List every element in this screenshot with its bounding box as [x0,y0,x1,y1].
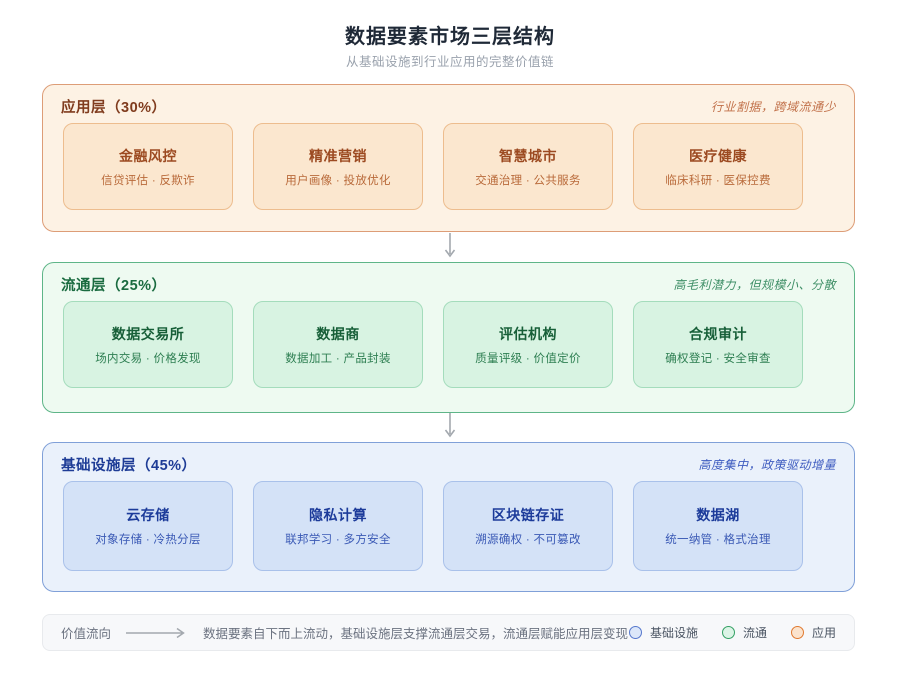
layer-infrastructure-note: 高度集中，政策驱动增量 [698,458,836,472]
card-privacy-computing: 隐私计算 联邦学习 · 多方安全 [253,481,423,571]
value-flow-description: 数据要素自下而上流动，基础设施层支撑流通层交易，流通层赋能应用层变现 [203,627,629,641]
down-arrow-icon [444,233,456,258]
value-flow-label: 价值流向 [61,627,112,641]
legend-item-application: 应用 [790,624,836,641]
infrastructure-dot-icon [628,626,642,639]
card-data-vendor: 数据商 数据加工 · 产品封装 [253,301,423,388]
card-precision-marketing: 精准营销 用户画像 · 投放优化 [253,123,423,210]
down-arrow-icon [444,413,456,438]
legend-label: 流通 [742,626,767,640]
card-healthcare: 医疗健康 临床科研 · 医保控费 [633,123,803,210]
right-arrow-icon [126,627,185,638]
layer-infrastructure-cards: 云存储 对象存储 · 冷热分层 隐私计算 联邦学习 · 多方安全 区块链存证 溯… [63,481,803,571]
layer-application: 应用层（30%） 行业割据，跨域流通少 金融风控 信贷评估 · 反欺诈 精准营销… [42,84,855,232]
card-subtitle: 用户画像 · 投放优化 [285,174,391,187]
card-blockchain-attestation: 区块链存证 溯源确权 · 不可篡改 [443,481,613,571]
layer-circulation-note: 高毛利潜力，但规模小、分散 [673,278,836,292]
card-subtitle: 数据加工 · 产品封装 [285,352,391,365]
card-cloud-storage: 云存储 对象存储 · 冷热分层 [63,481,233,571]
card-title: 区块链存证 [491,507,565,523]
value-flow-bar: 价值流向 数据要素自下而上流动，基础设施层支撑流通层交易，流通层赋能应用层变现 … [42,614,855,651]
card-subtitle: 临床科研 · 医保控费 [665,174,771,187]
layer-application-header: 应用层（30%） 行业割据，跨域流通少 [43,85,854,117]
card-subtitle: 场内交易 · 价格发现 [95,352,201,365]
card-title: 评估机构 [499,325,557,342]
card-data-lake: 数据湖 统一纳管 · 格式治理 [633,481,803,571]
card-smart-city: 智慧城市 交通治理 · 公共服务 [443,123,613,210]
card-title: 医疗健康 [689,147,747,164]
legend-item-infrastructure: 基础设施 [628,624,698,641]
card-subtitle: 溯源确权 · 不可篡改 [475,534,581,546]
layer-application-note: 行业割据，跨域流通少 [710,100,836,114]
layer-application-cards: 金融风控 信贷评估 · 反欺诈 精准营销 用户画像 · 投放优化 智慧城市 交通… [63,123,803,210]
card-subtitle: 质量评级 · 价值定价 [475,352,581,365]
card-title: 金融风控 [119,147,177,164]
card-data-exchange: 数据交易所 场内交易 · 价格发现 [63,301,233,388]
card-subtitle: 交通治理 · 公共服务 [475,174,581,187]
layer-circulation-cards: 数据交易所 场内交易 · 价格发现 数据商 数据加工 · 产品封装 评估机构 质… [63,301,803,388]
page-title: 数据要素市场三层结构 [345,26,555,48]
legend-item-circulation: 流通 [721,624,767,641]
layer-circulation-title: 流通层（25%） [61,278,167,294]
card-subtitle: 信贷评估 · 反欺诈 [101,174,195,187]
card-subtitle: 确权登记 · 安全审查 [665,352,771,365]
card-subtitle: 对象存储 · 冷热分层 [95,534,201,546]
card-title: 智慧城市 [499,147,557,164]
layer-infrastructure: 基础设施层（45%） 高度集中，政策驱动增量 云存储 对象存储 · 冷热分层 隐… [42,442,855,592]
layer-infrastructure-title: 基础设施层（45%） [61,458,197,474]
card-subtitle: 联邦学习 · 多方安全 [285,534,391,546]
layer-application-title: 应用层（30%） [61,100,167,116]
card-finance-risk: 金融风控 信贷评估 · 反欺诈 [63,123,233,210]
legend-label: 应用 [811,626,836,640]
legend-label: 基础设施 [649,626,698,640]
card-title: 云存储 [126,507,170,523]
card-title: 合规审计 [689,325,747,342]
application-dot-icon [790,626,804,639]
layer-circulation-header: 流通层（25%） 高毛利潜力，但规模小、分散 [43,263,854,295]
layer-infrastructure-header: 基础设施层（45%） 高度集中，政策驱动增量 [43,443,854,475]
card-compliance-audit: 合规审计 确权登记 · 安全审查 [633,301,803,388]
legend: 基础设施 流通 应用 [628,624,836,641]
layer-circulation: 流通层（25%） 高毛利潜力，但规模小、分散 数据交易所 场内交易 · 价格发现… [42,262,855,413]
card-valuation-agency: 评估机构 质量评级 · 价值定价 [443,301,613,388]
card-subtitle: 统一纳管 · 格式治理 [665,534,771,546]
card-title: 精准营销 [309,147,367,164]
card-title: 数据湖 [696,507,740,523]
page-subtitle: 从基础设施到行业应用的完整价值链 [345,55,554,69]
card-title: 数据商 [316,325,360,342]
circulation-dot-icon [721,626,735,639]
card-title: 隐私计算 [309,507,367,523]
card-title: 数据交易所 [111,325,185,342]
